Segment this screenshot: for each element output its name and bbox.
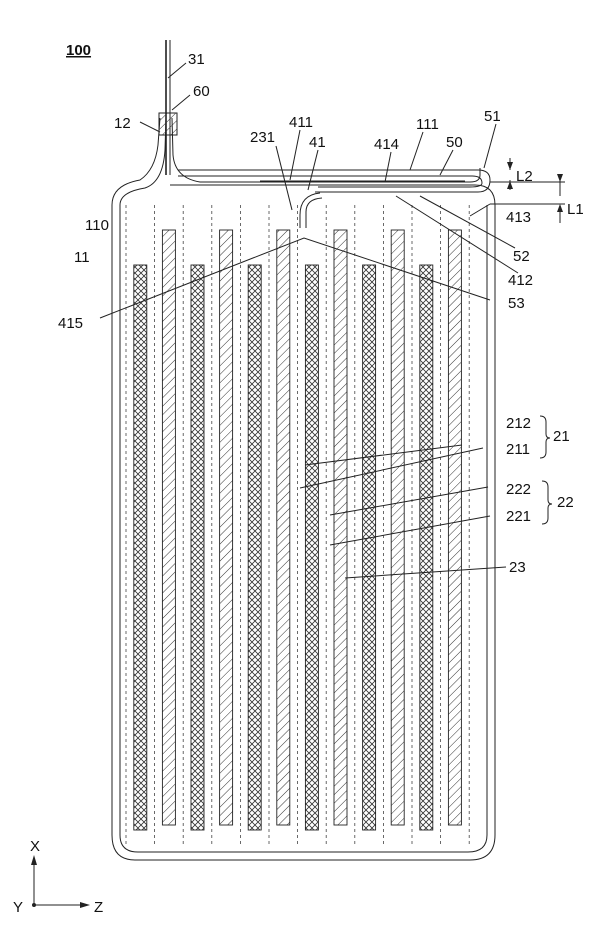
label-23: 23 — [509, 559, 526, 576]
label-211: 211 — [506, 441, 530, 458]
label-L2: L2 — [516, 168, 533, 185]
label-11: 11 — [74, 249, 90, 266]
axis-x-label: X — [30, 838, 40, 855]
cathode-plate — [134, 265, 147, 830]
anode-plate — [220, 230, 233, 825]
anode-plate — [277, 230, 290, 825]
axis-y-label: Y — [13, 899, 23, 916]
label-53: 53 — [508, 295, 525, 312]
cathode-plate — [248, 265, 261, 830]
label-212: 212 — [506, 415, 531, 432]
bracket-21 — [540, 416, 550, 458]
label-415: 415 — [58, 315, 83, 332]
label-41: 41 — [309, 134, 326, 151]
cathode-plate — [420, 265, 433, 830]
cathode-plate — [191, 265, 204, 830]
figure-number: 100 — [66, 42, 91, 59]
label-51: 51 — [484, 108, 501, 125]
label-31: 31 — [188, 51, 205, 68]
label-221: 221 — [506, 508, 531, 525]
label-22: 22 — [557, 494, 574, 511]
label-21: 21 — [553, 428, 570, 445]
label-411: 411 — [289, 114, 313, 131]
cathode-plate — [305, 265, 318, 830]
label-12: 12 — [114, 115, 131, 132]
label-60: 60 — [193, 83, 210, 100]
plate-stack — [126, 205, 469, 845]
axis-z-label: Z — [94, 899, 103, 916]
cathode-plate — [363, 265, 376, 830]
label-50: 50 — [446, 134, 463, 151]
sealed-edge — [178, 170, 490, 192]
folded-tab-inner — [306, 198, 322, 228]
anode-plate — [334, 230, 347, 825]
label-111: 111 — [416, 116, 439, 133]
bracket-22 — [542, 481, 552, 524]
anode-plate — [391, 230, 404, 825]
label-412: 412 — [508, 272, 533, 289]
label-L1: L1 — [567, 201, 584, 218]
label-231: 231 — [250, 129, 275, 146]
label-110: 110 — [85, 217, 109, 234]
axis-indicator — [31, 855, 90, 908]
anode-plate — [162, 230, 175, 825]
label-414: 414 — [374, 136, 399, 153]
label-413: 413 — [506, 209, 531, 226]
anode-plate — [448, 230, 461, 825]
label-222: 222 — [506, 481, 531, 498]
label-52: 52 — [513, 248, 530, 265]
